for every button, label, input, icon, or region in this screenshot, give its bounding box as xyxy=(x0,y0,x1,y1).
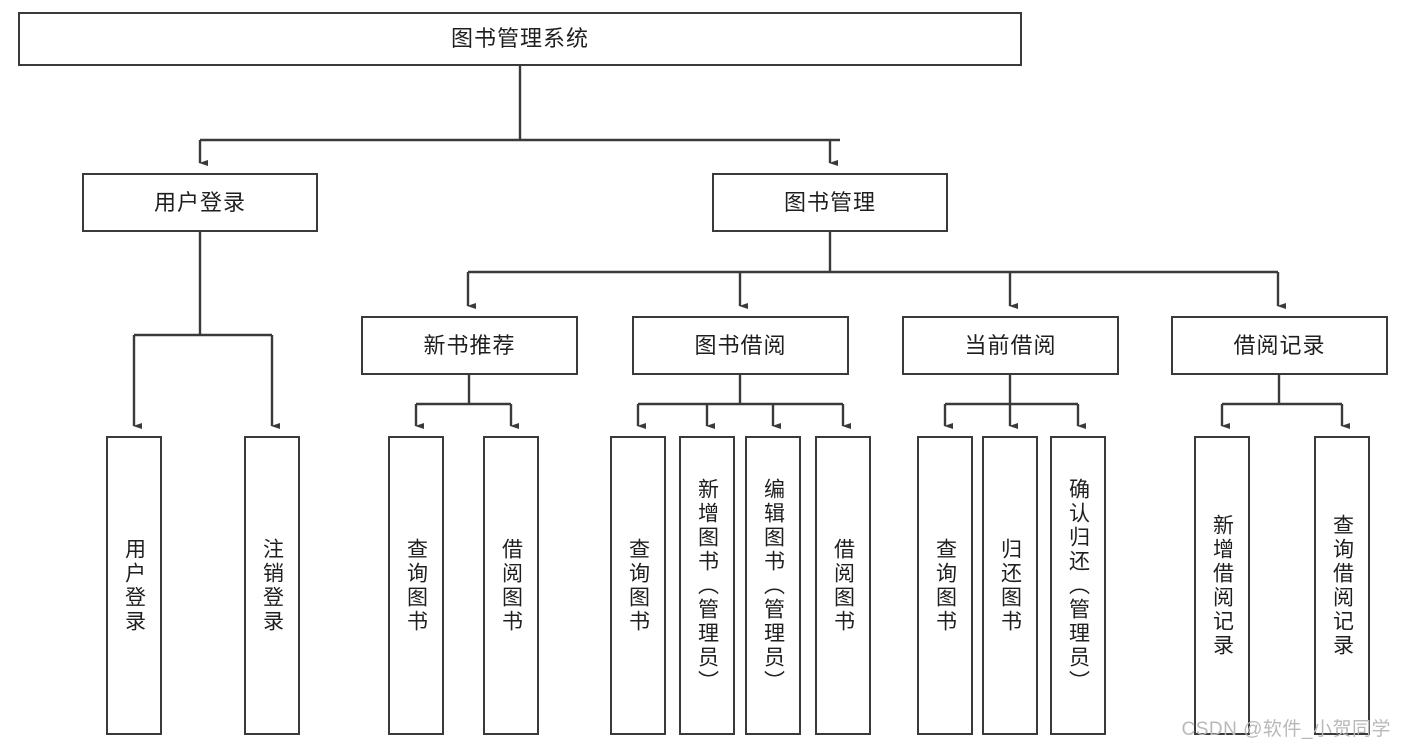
node-leaf-query-book-2-label: 查询图书 xyxy=(626,537,650,634)
node-leaf-query-book-1[interactable]: 查询图书 xyxy=(388,436,444,735)
node-leaf-query-book-1-label: 查询图书 xyxy=(404,537,428,634)
node-leaf-query-record[interactable]: 查询借阅记录 xyxy=(1314,436,1370,735)
node-leaf-borrow-book-1-label: 借阅图书 xyxy=(499,537,523,634)
node-leaf-borrow-book-2[interactable]: 借阅图书 xyxy=(815,436,871,735)
node-leaf-add-record[interactable]: 新增借阅记录 xyxy=(1194,436,1250,735)
node-leaf-return-book-label: 归还图书 xyxy=(998,537,1022,634)
node-leaf-query-book-2[interactable]: 查询图书 xyxy=(610,436,666,735)
node-current-borrow-label: 当前借阅 xyxy=(964,332,1057,358)
node-leaf-user-login[interactable]: 用户登录 xyxy=(106,436,162,735)
node-borrow-record[interactable]: 借阅记录 xyxy=(1171,316,1388,375)
node-leaf-query-book-3[interactable]: 查询图书 xyxy=(917,436,973,735)
node-user-login-label: 用户登录 xyxy=(153,189,246,215)
node-root-label: 图书管理系统 xyxy=(450,26,589,52)
node-leaf-user-login-label: 用户登录 xyxy=(122,537,146,634)
node-book-borrow-label: 图书借阅 xyxy=(694,332,787,358)
node-book-manage-label: 图书管理 xyxy=(783,189,876,215)
node-leaf-confirm-return-label: 确认归还（管理员） xyxy=(1066,477,1090,694)
node-leaf-user-logout[interactable]: 注销登录 xyxy=(244,436,300,735)
node-current-borrow[interactable]: 当前借阅 xyxy=(902,316,1119,375)
watermark: CSDN @软件_小贺同学 xyxy=(1181,719,1391,740)
node-borrow-record-label: 借阅记录 xyxy=(1233,332,1326,358)
node-user-login[interactable]: 用户登录 xyxy=(82,173,318,232)
node-leaf-return-book[interactable]: 归还图书 xyxy=(982,436,1038,735)
node-leaf-add-book-label: 新增图书（管理员） xyxy=(695,477,719,694)
node-leaf-borrow-book-2-label: 借阅图书 xyxy=(831,537,855,634)
node-leaf-user-logout-label: 注销登录 xyxy=(260,537,284,634)
node-leaf-add-record-label: 新增借阅记录 xyxy=(1210,513,1234,658)
node-new-book-rec-label: 新书推荐 xyxy=(423,332,516,358)
node-leaf-confirm-return[interactable]: 确认归还（管理员） xyxy=(1050,436,1106,735)
node-book-manage[interactable]: 图书管理 xyxy=(712,173,948,232)
node-leaf-add-book[interactable]: 新增图书（管理员） xyxy=(679,436,735,735)
node-new-book-rec[interactable]: 新书推荐 xyxy=(361,316,578,375)
node-root[interactable]: 图书管理系统 xyxy=(18,12,1022,66)
node-book-borrow[interactable]: 图书借阅 xyxy=(632,316,849,375)
node-leaf-query-book-3-label: 查询图书 xyxy=(933,537,957,634)
node-leaf-edit-book[interactable]: 编辑图书（管理员） xyxy=(745,436,801,735)
node-leaf-query-record-label: 查询借阅记录 xyxy=(1330,513,1354,658)
node-leaf-borrow-book-1[interactable]: 借阅图书 xyxy=(483,436,539,735)
node-leaf-edit-book-label: 编辑图书（管理员） xyxy=(761,477,785,694)
